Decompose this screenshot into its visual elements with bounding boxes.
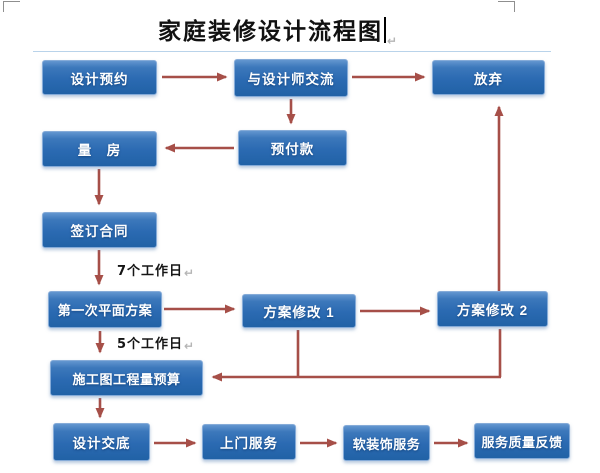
paragraph-mark: ↵ <box>184 266 196 280</box>
flow-box-door-to-door-service[interactable]: 上门服务 <box>202 424 296 460</box>
flow-box-design-disclosure[interactable]: 设计交底 <box>53 423 150 461</box>
duration-label-5-working-days: 5个工作日↵ <box>117 337 196 353</box>
text-cursor <box>384 17 386 43</box>
flow-box-soft-decoration-service[interactable]: 软装饰服务 <box>343 425 430 461</box>
page-title[interactable]: 家庭装修设计流程图 ↵ <box>158 12 399 48</box>
duration-label-7-working-days: 7个工作日↵ <box>117 264 196 280</box>
flow-box-first-floor-plan[interactable]: 第一次平面方案 <box>48 291 162 328</box>
paragraph-mark: ↵ <box>184 339 196 353</box>
page-corner-mark-top-right <box>498 1 515 12</box>
page-corner-mark-top-left <box>3 1 20 12</box>
page-title-text: 家庭装修设计流程图 <box>158 19 383 44</box>
flow-box-construction-budget[interactable]: 施工图工程量预算 <box>50 360 203 396</box>
flow-box-measure-room[interactable]: 量 房 <box>42 131 157 167</box>
flow-box-service-quality-feedback[interactable]: 服务质量反馈 <box>474 423 570 459</box>
flow-box-design-appointment[interactable]: 设计预约 <box>42 60 157 95</box>
flow-box-sign-contract[interactable]: 签订合同 <box>42 212 157 248</box>
flow-box-give-up[interactable]: 放弃 <box>432 60 545 95</box>
flow-box-talk-with-designer[interactable]: 与设计师交流 <box>234 59 348 97</box>
drawing-canvas-border <box>33 51 551 52</box>
flow-box-plan-revision-1[interactable]: 方案修改 1 <box>242 294 356 328</box>
flow-box-advance-payment[interactable]: 预付款 <box>238 130 347 166</box>
paragraph-mark: ↵ <box>387 34 400 48</box>
flow-box-plan-revision-2[interactable]: 方案修改 2 <box>437 291 548 327</box>
